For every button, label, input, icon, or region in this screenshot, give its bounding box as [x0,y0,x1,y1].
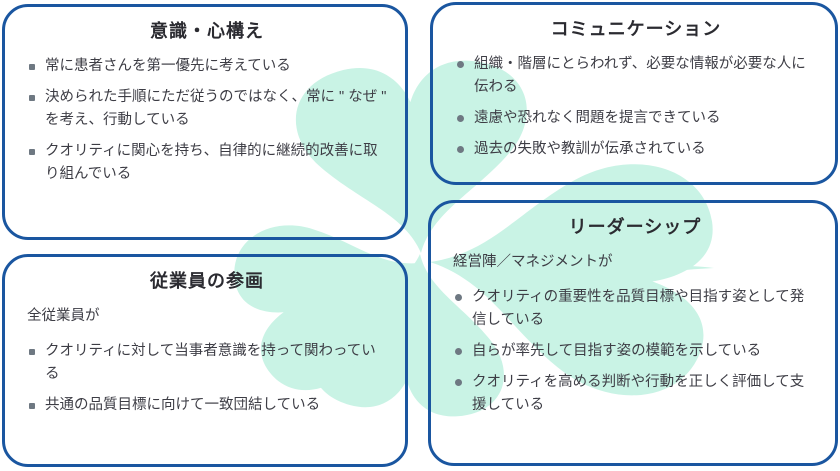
bullet-square-icon [29,149,35,155]
bullet-dot-icon [457,115,464,122]
bullet-square-icon [29,403,35,409]
list-item: 組織・階層にとらわれず、必要な情報が必要な人に伝わる [455,53,817,99]
quadrant-leadership: リーダーシップ 経営陣／マネジメントが クオリティの重要性を品質目標や目指す姿と… [428,200,838,466]
list-item: クオリティに対して当事者意識を持って関わっている [27,340,387,386]
bullet-list: 常に患者さんを第一優先に考えている 決められた手順にただ従うのではなく、常に "… [27,55,387,186]
clover-stem [552,265,714,292]
quadrant-title-participation: 従業員の参画 [150,271,264,291]
list-item: クオリティを高める判断や行動を正しく評価して支援している [453,371,817,417]
list-item: 遠慮や恐れなく問題を提言できている [455,107,817,130]
bullet-text: クオリティに関心を持ち、自律的に継続的改善に取り組んでいる [45,143,378,182]
list-item: 決められた手順にただ従うのではなく、常に " なぜ " を考え、行動している [27,86,387,132]
quadrant-mindset: 意識・心構え 常に患者さんを第一優先に考えている 決められた手順にただ従うのでは… [2,4,408,240]
quadrant-communication: コミュニケーション 組織・階層にとらわれず、必要な情報が必要な人に伝わる 遠慮や… [430,2,838,185]
bullet-square-icon [29,349,35,355]
bullet-list: クオリティに対して当事者意識を持って関わっている 共通の品質目標に向けて一致団結… [27,340,387,417]
intro-text: 経営陣／マネジメントが [453,254,613,270]
list-item: 常に患者さんを第一優先に考えている [27,55,387,78]
bullet-square-icon [29,95,35,101]
bullet-dot-icon [457,146,464,153]
list-item: 共通の品質目標に向けて一致団結している [27,394,387,417]
bullet-dot-icon [457,61,464,68]
quadrant-title-communication: コミュニケーション [550,19,722,39]
bullet-text: クオリティの重要性を品質目標や目指す姿として発信している [472,289,805,328]
intro-text: 全従業員が [27,308,100,324]
bullet-dot-icon [455,348,462,355]
bullet-text: クオリティを高める判断や行動を正しく評価して支援している [472,374,805,413]
bullet-dot-icon [455,294,462,301]
bullet-dot-icon [455,379,462,386]
quadrant-title-mindset: 意識・心構え [150,21,264,41]
bullet-list: クオリティの重要性を品質目標や目指す姿として発信している 自らが率先して目指す姿… [453,286,817,417]
list-item: 過去の失敗や教訓が伝承されている [455,138,817,161]
bullet-text: 遠慮や恐れなく問題を提言できている [474,110,721,126]
bullet-square-icon [29,64,35,70]
list-item: 自らが率先して目指す姿の模範を示している [453,340,817,363]
bullet-text: 過去の失敗や教訓が伝承されている [474,141,706,157]
bullet-text: 常に患者さんを第一優先に考えている [45,58,291,74]
bullet-list: 組織・階層にとらわれず、必要な情報が必要な人に伝わる 遠慮や恐れなく問題を提言で… [455,53,817,161]
bullet-text: 共通の品質目標に向けて一致団結している [45,397,321,413]
bullet-text: 自らが率先して目指す姿の模範を示している [472,343,762,359]
bullet-text: 決められた手順にただ従うのではなく、常に " なぜ " を考え、行動している [45,89,387,128]
bullet-text: クオリティに対して当事者意識を持って関わっている [45,343,376,382]
bullet-text: 組織・階層にとらわれず、必要な情報が必要な人に伝わる [474,56,806,95]
quadrant-title-leadership: リーダーシップ [568,217,702,237]
list-item: クオリティの重要性を品質目標や目指す姿として発信している [453,286,817,332]
list-item: クオリティに関心を持ち、自律的に継続的改善に取り組んでいる [27,140,387,186]
quadrant-participation: 従業員の参画 全従業員が クオリティに対して当事者意識を持って関わっている 共通… [2,254,408,467]
